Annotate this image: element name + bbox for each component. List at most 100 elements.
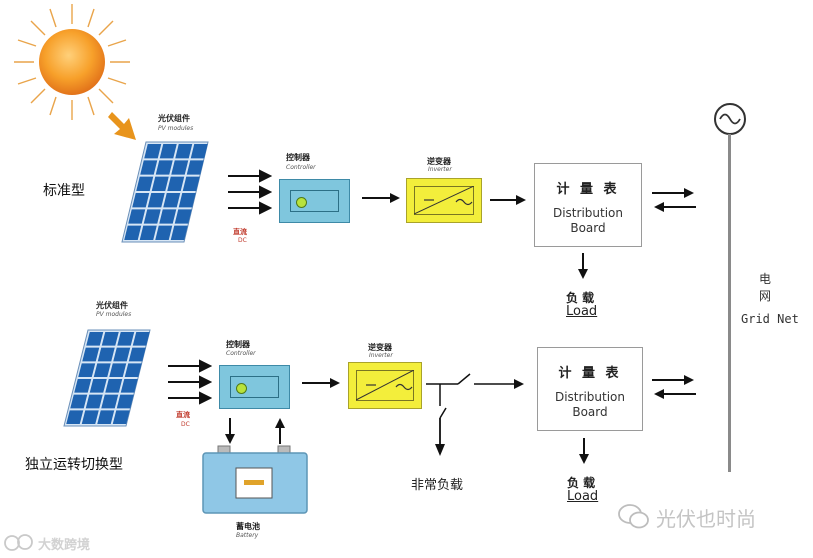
arrow-inv-meter-top bbox=[490, 195, 526, 205]
solar-cell bbox=[190, 144, 208, 159]
emergency-load-label: 非常负载 bbox=[411, 478, 464, 493]
grid-label-cn1: 电 bbox=[759, 272, 772, 286]
meter-label-cn-bottom: 计 量 表 bbox=[558, 366, 622, 381]
meter-label-en2-bottom: Board bbox=[572, 405, 608, 419]
inverter-bottom bbox=[348, 362, 422, 409]
solar-cell bbox=[112, 410, 130, 424]
controller-label-cn-top: 控制器 bbox=[286, 153, 310, 162]
arrow-meter-load-top bbox=[578, 253, 588, 279]
load-label-en-top: Load bbox=[566, 304, 598, 319]
solar-cell bbox=[182, 176, 200, 191]
dc-label-cn-top: 直流 bbox=[233, 228, 247, 236]
pv-panel-top bbox=[121, 141, 209, 243]
bidirectional-arrow-bottom bbox=[652, 375, 696, 399]
controller-label-cn-bottom: 控制器 bbox=[226, 340, 250, 349]
watermark-left-logo-icon bbox=[4, 534, 33, 551]
side-label-standalone: 独立运转切换型 bbox=[25, 457, 123, 473]
solar-cell bbox=[97, 410, 115, 424]
inverter-label-cn-top: 逆变器 bbox=[427, 157, 451, 166]
solar-cell bbox=[124, 363, 142, 377]
distribution-board-bottom: 计 量 表 Distribution Board bbox=[537, 347, 643, 431]
solar-cell bbox=[159, 144, 177, 159]
pv-label-en-bottom: PV modules bbox=[96, 311, 132, 318]
meter-label-en1-bottom: Distribution bbox=[554, 390, 625, 404]
arrow-ctrl-inv-bottom bbox=[302, 378, 340, 388]
input-arrows-top bbox=[228, 169, 272, 215]
solar-cell bbox=[155, 160, 173, 175]
solar-cell bbox=[113, 347, 131, 362]
solar-cell bbox=[78, 363, 96, 377]
solar-cell bbox=[85, 394, 103, 409]
solar-cell bbox=[155, 225, 173, 240]
load-label-cn-bottom: 负 载 bbox=[567, 476, 596, 490]
watermark-right: 光伏也时尚 bbox=[656, 507, 756, 531]
solar-cell bbox=[147, 193, 165, 208]
solar-cell bbox=[93, 363, 111, 377]
battery-label-en: Battery bbox=[236, 532, 259, 539]
solar-cell bbox=[101, 332, 119, 346]
pv-label-cn-top: 光伏组件 bbox=[158, 114, 190, 123]
solar-cell bbox=[74, 379, 92, 393]
inverter-label-cn-bottom: 逆变器 bbox=[368, 343, 392, 352]
solar-cell bbox=[120, 379, 138, 393]
controller-top bbox=[279, 179, 350, 223]
solar-cell bbox=[101, 394, 119, 409]
solar-cell bbox=[139, 225, 157, 240]
meter-label-cn-top: 计 量 表 bbox=[556, 182, 620, 197]
solar-cell bbox=[175, 144, 193, 159]
grid-label-cn2: 网 bbox=[759, 289, 772, 303]
switch-circuit bbox=[426, 373, 524, 456]
inverter-symbol-bottom bbox=[356, 370, 414, 401]
arrow-meter-load-bottom bbox=[579, 438, 589, 464]
solar-cell bbox=[89, 379, 107, 393]
solar-cell bbox=[171, 160, 189, 175]
solar-cell bbox=[116, 394, 134, 409]
solar-cell bbox=[86, 332, 104, 346]
solar-cell bbox=[117, 332, 135, 346]
bidirectional-arrow-top bbox=[652, 188, 696, 212]
dc-label-en-bottom: DC bbox=[181, 421, 190, 428]
input-arrows-bottom bbox=[168, 359, 212, 405]
solar-cell bbox=[151, 176, 169, 191]
pv-label-en-top: PV modules bbox=[158, 125, 194, 132]
arrows-ctrl-battery bbox=[225, 418, 285, 444]
controller-led-bottom bbox=[236, 383, 247, 394]
controller-led-top bbox=[296, 197, 307, 208]
solar-cell bbox=[66, 410, 84, 424]
solar-cell bbox=[144, 144, 162, 159]
controller-label-en-top: Controller bbox=[286, 164, 316, 171]
inverter-label-en-bottom: Inverter bbox=[369, 352, 393, 359]
solar-cell bbox=[132, 193, 150, 208]
side-label-standard: 标准型 bbox=[43, 183, 85, 199]
dc-label-cn-bottom: 直流 bbox=[176, 411, 190, 419]
controller-label-en-bottom: Controller bbox=[226, 350, 256, 357]
battery-icon bbox=[202, 445, 308, 514]
meter-label-en2-top: Board bbox=[570, 221, 606, 235]
grid-line bbox=[728, 134, 731, 472]
solar-cell bbox=[140, 160, 158, 175]
inverter-label-en-top: Inverter bbox=[428, 166, 452, 173]
inverter-top bbox=[406, 178, 482, 223]
solar-cell bbox=[105, 379, 123, 393]
sun-icon bbox=[14, 4, 136, 140]
solar-cell bbox=[124, 225, 142, 240]
solar-cell bbox=[109, 363, 127, 377]
solar-cell bbox=[174, 209, 192, 224]
grid-label-en: Grid Net bbox=[741, 312, 799, 326]
pv-panel-bottom bbox=[63, 329, 151, 427]
load-label-cn-top: 负 载 bbox=[566, 291, 595, 305]
solar-cell bbox=[136, 176, 154, 191]
solar-cell bbox=[97, 347, 115, 362]
distribution-board-top: 计 量 表 Distribution Board bbox=[534, 163, 642, 247]
arrow-ctrl-inv-top bbox=[362, 193, 400, 203]
inverter-symbol-top bbox=[414, 186, 474, 215]
solar-cell bbox=[178, 193, 196, 208]
solar-cell bbox=[186, 160, 204, 175]
watermark-right-chat-icon bbox=[618, 504, 649, 529]
solar-cell bbox=[128, 209, 146, 224]
solar-cell bbox=[159, 209, 177, 224]
meter-label-en1-top: Distribution bbox=[552, 206, 623, 220]
solar-cell bbox=[167, 176, 185, 191]
ac-source-icon bbox=[714, 103, 746, 135]
watermark-left: 大数跨境 bbox=[38, 538, 91, 553]
